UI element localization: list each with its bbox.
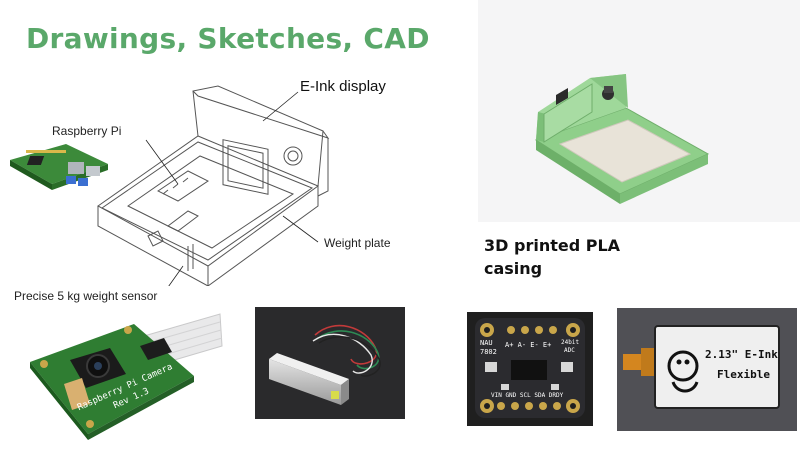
adc-pins-top-text: A+ A- E- E+: [505, 341, 552, 349]
label-weight-sensor: Precise 5 kg weight sensor: [14, 289, 158, 303]
flexible-eink-display-image: 2.13" E-Ink Flexible: [617, 308, 797, 431]
eink-flexible-text: Flexible: [717, 368, 770, 381]
cad-wireframe-drawing: [97, 85, 330, 286]
label-raspberry-pi: Raspberry Pi: [52, 124, 122, 138]
caption-line-1: 3D printed PLA: [484, 236, 621, 255]
casing-caption: 3D printed PLA casing: [484, 234, 620, 280]
nau7802-adc-board-image: NAU 7802 A+ A- E- E+ 24bit ADC VIN GND S…: [467, 312, 593, 426]
label-eink-display: E-Ink display: [300, 78, 386, 95]
slide-title: Drawings, Sketches, CAD: [26, 22, 430, 55]
load-cell-drawing: [269, 324, 381, 405]
adc-bits-text: 24bit: [561, 339, 580, 346]
adc-board-drawing: [475, 318, 585, 418]
adc-brand-text: NAU: [480, 339, 493, 347]
load-cell-image: [255, 307, 405, 419]
raspberry-pi-board-image: [10, 144, 108, 190]
adc-type-text: ADC: [564, 347, 575, 354]
raspberry-pi-camera-image: [30, 313, 223, 440]
label-weight-plate: Weight plate: [324, 236, 391, 250]
caption-line-2: casing: [484, 259, 543, 278]
adc-model-text: 7802: [480, 348, 497, 356]
adc-pins-bottom-text: VIN GND SCL SDA DRDY: [491, 392, 564, 399]
pla-casing-model: [534, 74, 710, 204]
eink-display-drawing: [623, 325, 780, 409]
eink-size-text: 2.13" E-Ink: [705, 348, 778, 361]
